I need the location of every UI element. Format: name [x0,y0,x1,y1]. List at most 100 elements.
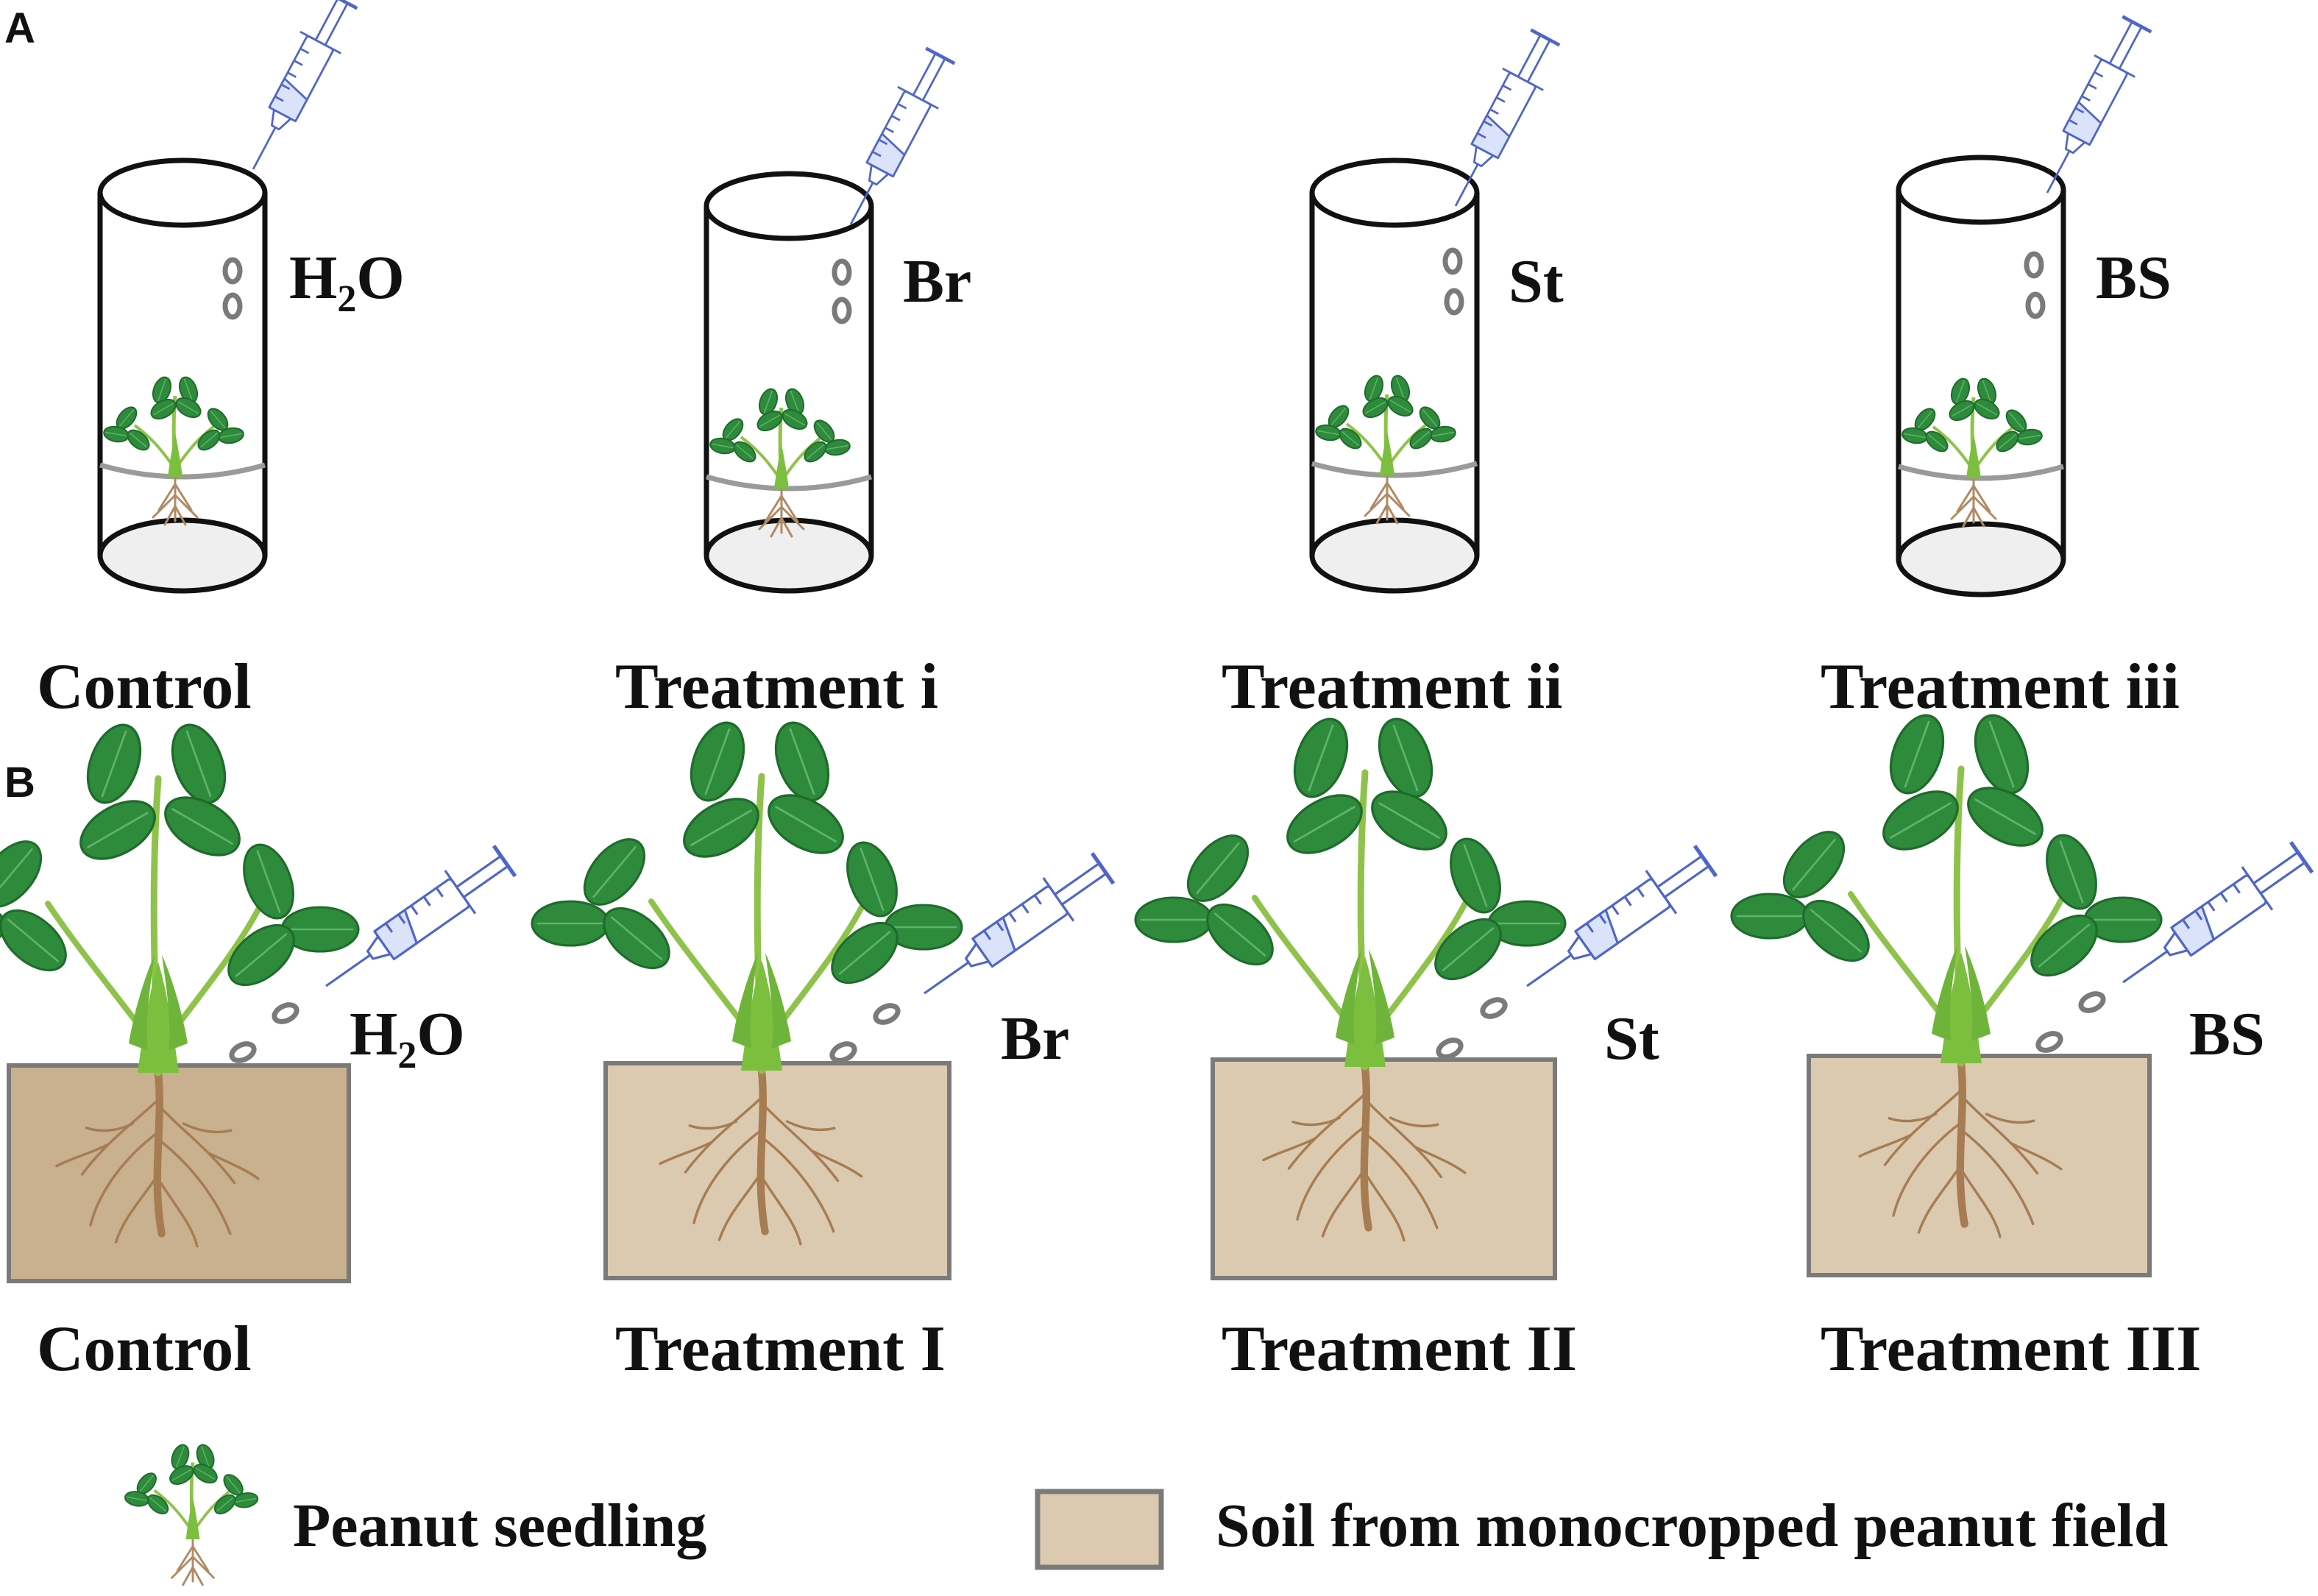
leaf [531,900,610,947]
syringe-plunger [912,52,946,102]
root-system [1262,1063,1467,1242]
root [174,505,187,526]
root [780,506,805,531]
seedling [103,376,244,526]
root [1972,506,1985,528]
syringe-tick [890,115,901,121]
root [1956,484,1975,513]
syringe-tick [871,150,882,157]
syringe-tick [1623,895,1632,907]
root [1956,1059,1968,1228]
syringe-tick [2219,892,2228,903]
leaf [1293,717,1349,798]
tube-mesh [99,462,266,480]
leaf [169,1465,194,1486]
leaf [768,794,844,854]
syringe-plunger [2252,851,2306,895]
syringe-liquid [2170,905,2215,957]
leaf [1371,790,1447,851]
leaf [197,429,221,451]
syringe-tick [2087,83,2097,90]
leaf [1390,375,1411,402]
tube-mesh [1311,461,1478,478]
leaf [683,798,759,858]
root [1414,1146,1467,1174]
syringe-tick [2094,71,2104,78]
root [1389,1116,1439,1128]
leaf [243,843,294,920]
droplet [832,297,852,324]
root [191,1566,204,1586]
leaf [1409,428,1433,450]
leaf [1206,903,1274,966]
leaf [1974,398,2000,420]
leaf [1782,831,1846,898]
syringe-tick [1033,894,1042,905]
root [762,1137,835,1233]
syringe-thumb [1693,845,1718,878]
root [811,1149,863,1178]
root [1386,481,1405,510]
droplet [1442,247,1463,275]
root [157,483,177,511]
leaf [103,425,130,443]
leaf [1186,834,1250,902]
leaf [1949,400,1975,422]
syringe-tick [983,929,992,940]
syringe-tick [2207,901,2216,912]
root [1291,1116,1341,1127]
syringe-tick [878,138,888,146]
soil-box [1211,1057,1557,1280]
peanut-plant [1730,714,2163,1067]
root [1386,503,1399,525]
leaf [1434,918,1502,981]
root [758,506,783,531]
syringe-tick [1586,922,1595,933]
tube-mesh [706,474,872,492]
leaf [233,1492,259,1508]
syringe-thumb [1530,28,1561,47]
syringe-liquid [971,916,1016,968]
syringe-tick [885,127,894,133]
syringe-tick [280,83,291,91]
soil-box [7,1063,351,1283]
leaf [150,398,177,420]
root [764,494,783,523]
root [191,1545,210,1572]
root [2010,1142,2063,1171]
root [1369,481,1389,510]
leaf [1450,837,1501,914]
root [208,1152,260,1180]
syringe-needle [2046,150,2071,194]
root [85,1122,135,1132]
leaf [813,419,835,443]
syringe-needle [252,127,277,170]
root [171,1556,194,1579]
root [1985,1113,2035,1124]
syringe [1526,845,1718,987]
syringe-needle [2122,950,2169,984]
soil-box [603,1061,951,1280]
root [158,1105,236,1185]
leaf [1378,717,1433,798]
leaf [136,1472,157,1494]
droplet [2025,291,2046,319]
pot-3 [1730,714,2314,1277]
seedling-roots [171,1538,215,1586]
droplet [829,1041,857,1063]
leaf [213,1494,236,1515]
syringe-tick [1489,108,1499,115]
plant-sheath [1932,946,1957,1041]
plant-sheath [1940,953,1982,1063]
syringe-liquid [373,909,418,961]
syringe-tick [2232,883,2241,894]
leaf [146,1494,169,1515]
root [688,1120,738,1130]
syringe-plunger [1053,862,1107,906]
syringe-tick [2081,95,2091,102]
syringe-thumb [327,0,358,10]
root [1858,1134,1912,1158]
root [780,494,799,523]
tube-0 [97,0,358,594]
legend [124,1444,1164,1586]
